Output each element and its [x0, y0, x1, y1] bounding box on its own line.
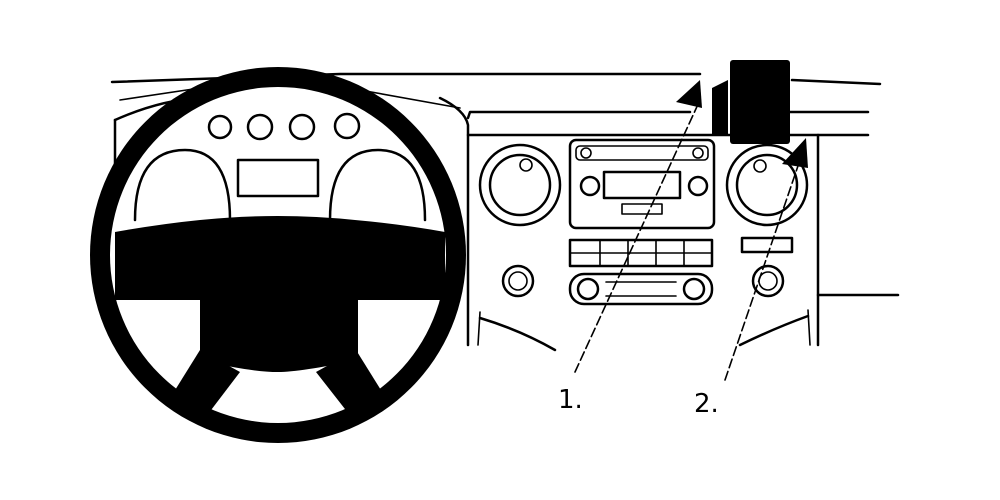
warning-lamp-1	[207, 114, 233, 140]
callout-1-arrowhead	[676, 80, 702, 108]
speedometer-gauge	[328, 148, 427, 222]
callout-1: 1.	[558, 80, 702, 415]
steering-wheel-hub	[115, 216, 445, 372]
tachometer-gauge	[133, 148, 232, 222]
climate-button-row	[568, 238, 714, 268]
warning-lamp-2	[246, 113, 274, 141]
steering-wheel-spoke-left	[172, 350, 240, 418]
warning-lamp-3	[288, 113, 316, 141]
dashboard-top-edge	[110, 72, 882, 109]
callout-1-label: 1.	[558, 385, 583, 415]
climate-control-strip	[568, 272, 714, 306]
lower-right-knob	[751, 264, 785, 298]
device-holder-clip	[712, 80, 728, 134]
steering-wheel-spoke-right	[316, 350, 384, 418]
lower-left-knob	[501, 264, 535, 298]
warning-lamp-4	[333, 112, 361, 140]
callout-2-label: 2.	[694, 389, 719, 419]
left-climate-knob	[478, 143, 562, 227]
radio-unit	[568, 138, 716, 230]
info-display	[236, 158, 320, 198]
radio-volume-knob	[579, 175, 601, 197]
radio-tune-knob	[687, 175, 709, 197]
callout-1-leader	[574, 99, 701, 373]
callout-2: 2.	[694, 138, 808, 419]
callout-2-arrowhead	[782, 138, 808, 168]
right-small-button	[740, 236, 794, 254]
mounted-device	[712, 60, 790, 144]
steering-wheel	[90, 67, 466, 443]
device-holder-body	[730, 60, 790, 144]
right-climate-knob	[725, 143, 809, 227]
instrument-gauges	[133, 112, 427, 222]
center-console	[466, 110, 900, 352]
callout-2-leader	[724, 159, 801, 381]
